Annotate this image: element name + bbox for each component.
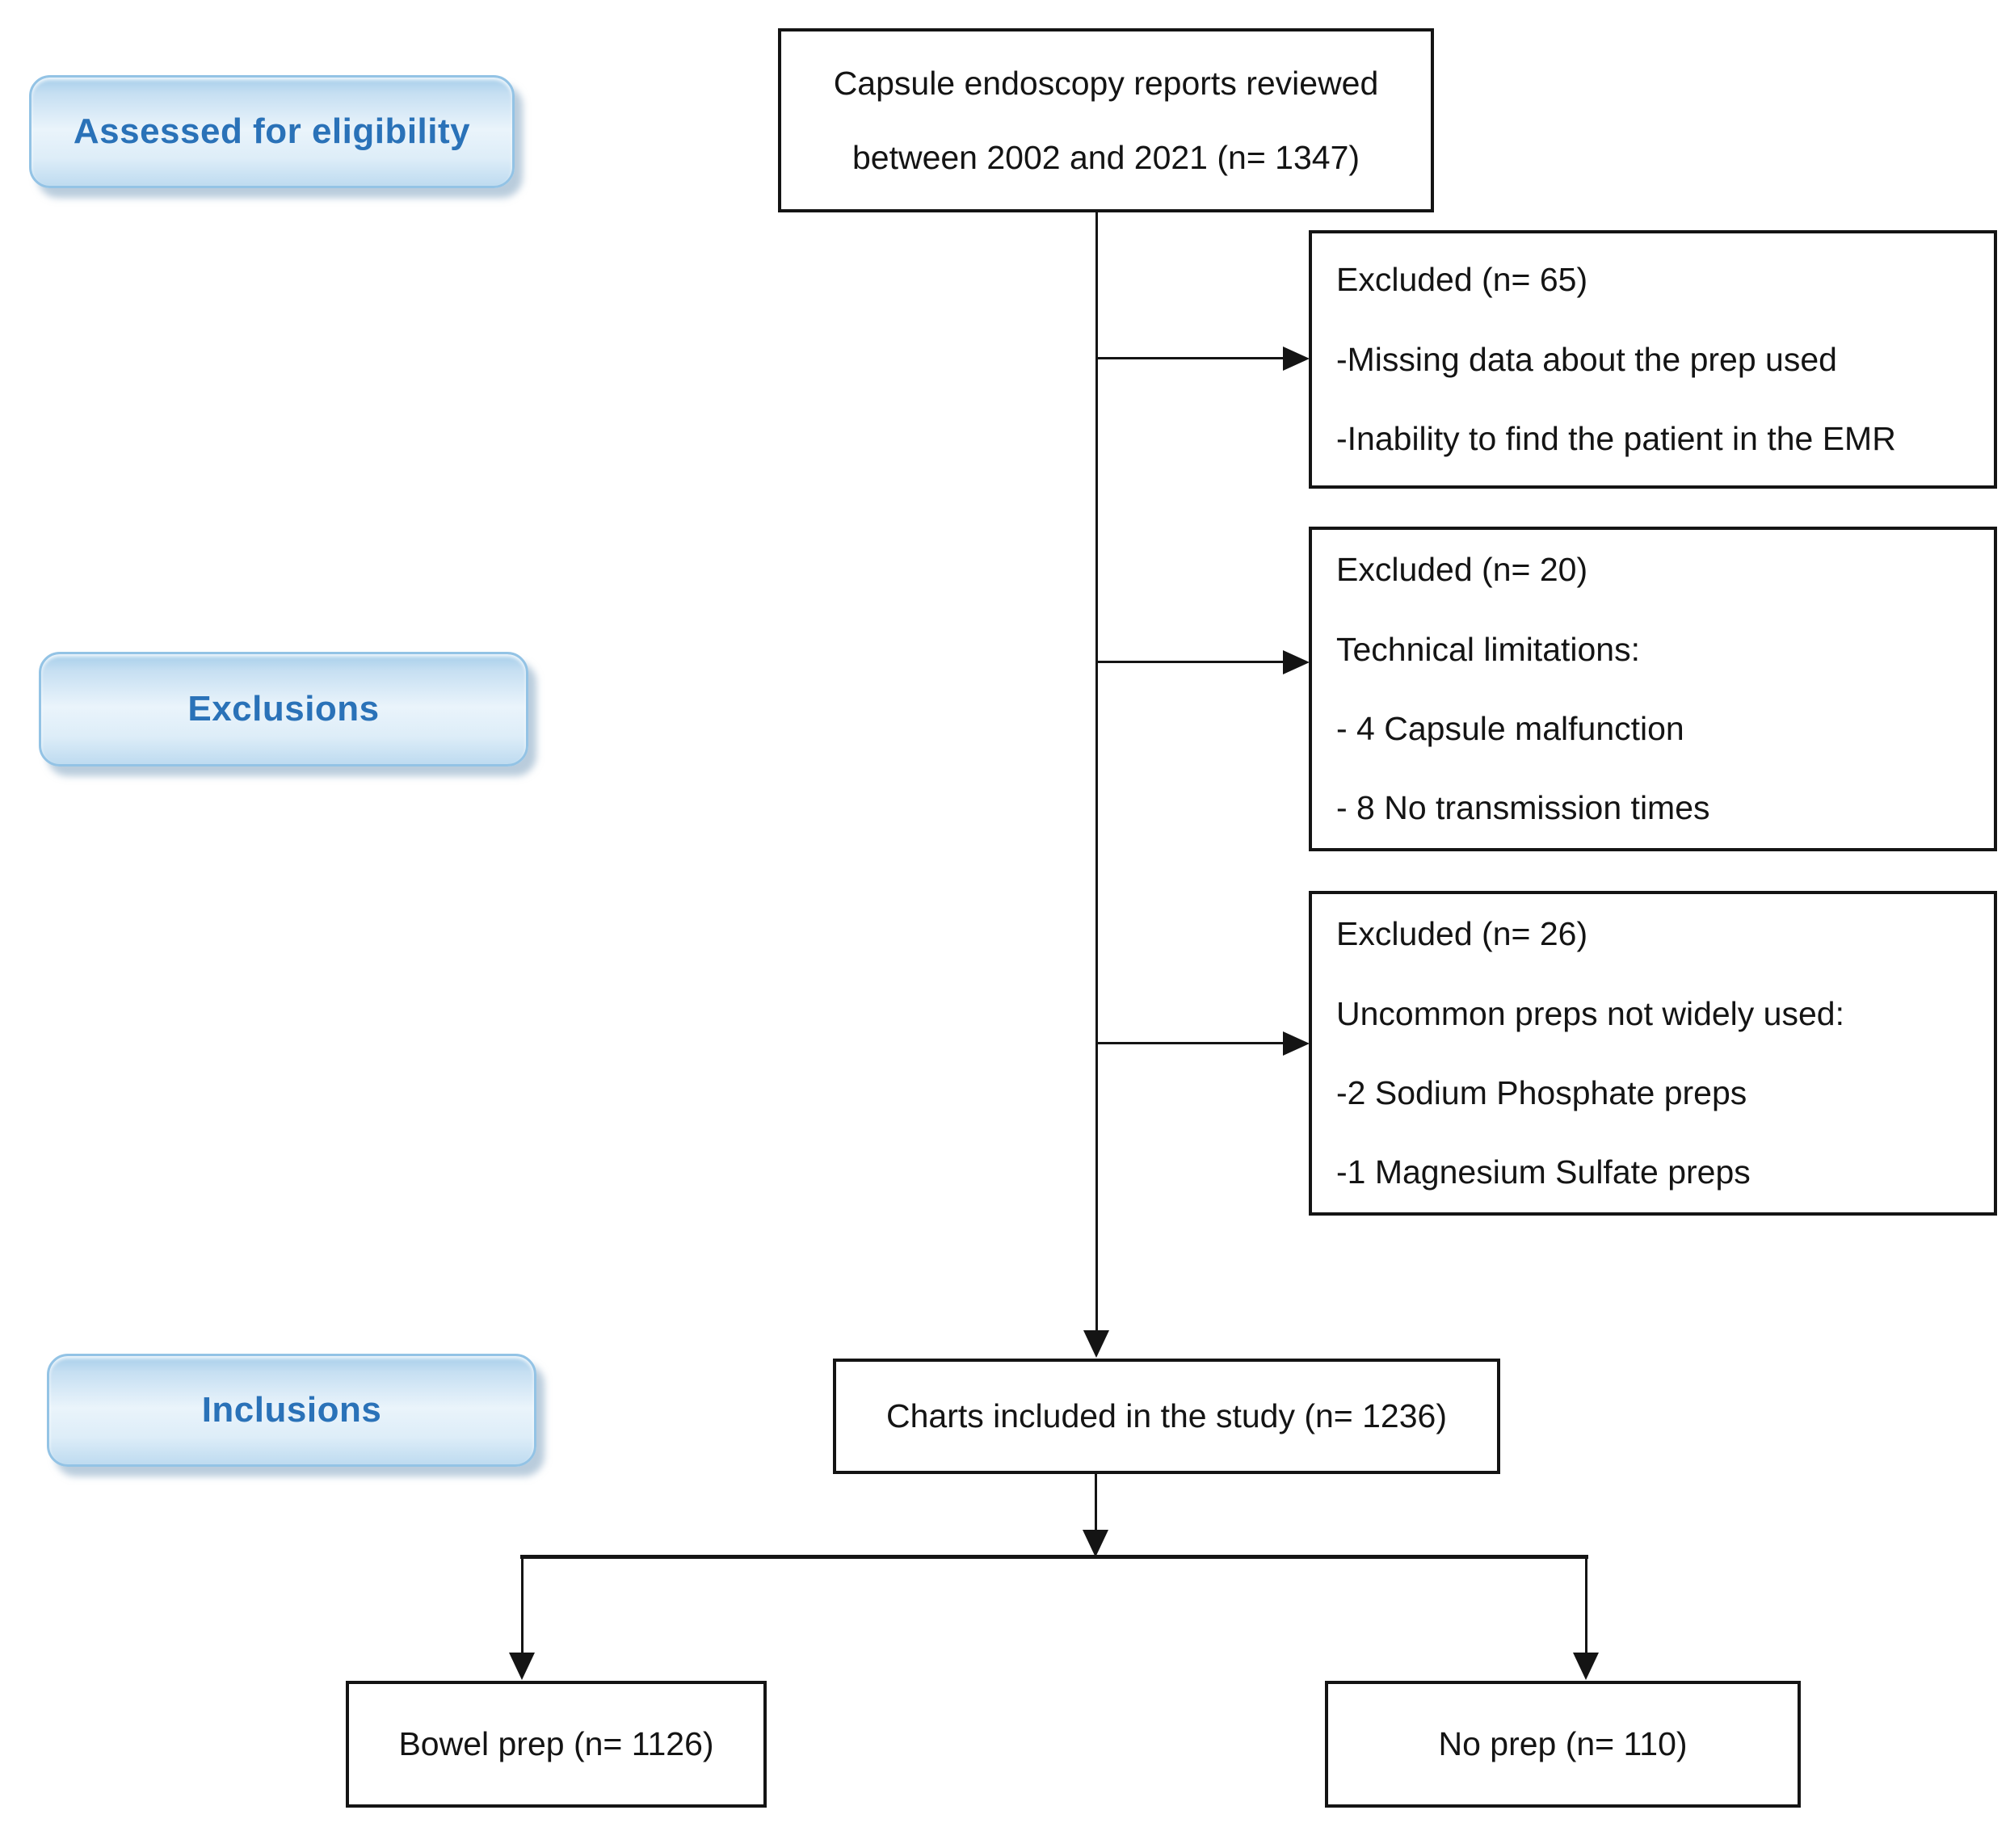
branch-line-excluded-1 bbox=[1095, 357, 1283, 359]
no-prep-box: No prep (n= 110) bbox=[1325, 1681, 1801, 1808]
branch-line-excluded-3 bbox=[1095, 1042, 1283, 1044]
reports-reviewed-line1: Capsule endoscopy reports reviewed bbox=[833, 64, 1379, 102]
excluded-3-reason-2: -1 Magnesium Sulfate preps bbox=[1336, 1153, 1751, 1191]
split-horizontal-line bbox=[520, 1555, 1588, 1559]
excluded-1-reason-2: -Inability to find the patient in the EM… bbox=[1336, 420, 1896, 458]
excluded-2-title: Excluded (n= 20) bbox=[1336, 551, 1588, 589]
reports-reviewed-box: Capsule endoscopy reports reviewed betwe… bbox=[778, 28, 1434, 212]
excluded-1-title: Excluded (n= 65) bbox=[1336, 261, 1588, 299]
split-right-arrowhead-icon bbox=[1573, 1653, 1599, 1680]
split-left-line bbox=[521, 1557, 524, 1654]
excluded-box-2: Excluded (n= 20) Technical limitations: … bbox=[1309, 527, 1997, 851]
charts-included-box: Charts included in the study (n= 1236) bbox=[833, 1359, 1500, 1474]
excluded-2-reason-1: - 4 Capsule malfunction bbox=[1336, 710, 1684, 747]
split-right-line bbox=[1585, 1557, 1587, 1654]
branch-arrowhead-excluded-2-icon bbox=[1283, 650, 1310, 674]
stage-label: Inclusions bbox=[201, 1390, 382, 1430]
excluded-2-subtitle: Technical limitations: bbox=[1336, 630, 1640, 668]
stage-button-assessed-for-eligibility: Assessed for eligibility bbox=[29, 75, 515, 188]
branch-arrowhead-excluded-1-icon bbox=[1283, 346, 1310, 371]
split-stem-arrowhead-icon bbox=[1083, 1530, 1108, 1557]
excluded-3-reason-1: -2 Sodium Phosphate preps bbox=[1336, 1074, 1747, 1111]
split-stem-line bbox=[1095, 1474, 1097, 1535]
branch-arrowhead-excluded-3-icon bbox=[1283, 1031, 1310, 1056]
bowel-prep-label: Bowel prep (n= 1126) bbox=[398, 1725, 714, 1763]
bowel-prep-box: Bowel prep (n= 1126) bbox=[346, 1681, 767, 1808]
excluded-2-reason-2: - 8 No transmission times bbox=[1336, 789, 1710, 827]
no-prep-label: No prep (n= 110) bbox=[1438, 1725, 1688, 1763]
excluded-box-1: Excluded (n= 65) -Missing data about the… bbox=[1309, 230, 1997, 489]
excluded-3-subtitle: Uncommon preps not widely used: bbox=[1336, 994, 1844, 1032]
excluded-1-reason-1: -Missing data about the prep used bbox=[1336, 340, 1837, 378]
stage-button-inclusions: Inclusions bbox=[47, 1354, 536, 1467]
excluded-3-title: Excluded (n= 26) bbox=[1336, 915, 1588, 953]
stage-label: Assessed for eligibility bbox=[73, 111, 471, 151]
split-left-arrowhead-icon bbox=[509, 1653, 535, 1680]
reports-reviewed-line2: between 2002 and 2021 (n= 1347) bbox=[852, 139, 1360, 176]
stage-button-exclusions: Exclusions bbox=[39, 652, 528, 766]
excluded-box-3: Excluded (n= 26) Uncommon preps not wide… bbox=[1309, 891, 1997, 1216]
trunk-connector-line bbox=[1095, 211, 1098, 1330]
trunk-arrowhead-icon bbox=[1083, 1330, 1109, 1358]
charts-included-label: Charts included in the study (n= 1236) bbox=[886, 1397, 1447, 1435]
stage-label: Exclusions bbox=[187, 689, 380, 729]
branch-line-excluded-2 bbox=[1095, 661, 1283, 663]
